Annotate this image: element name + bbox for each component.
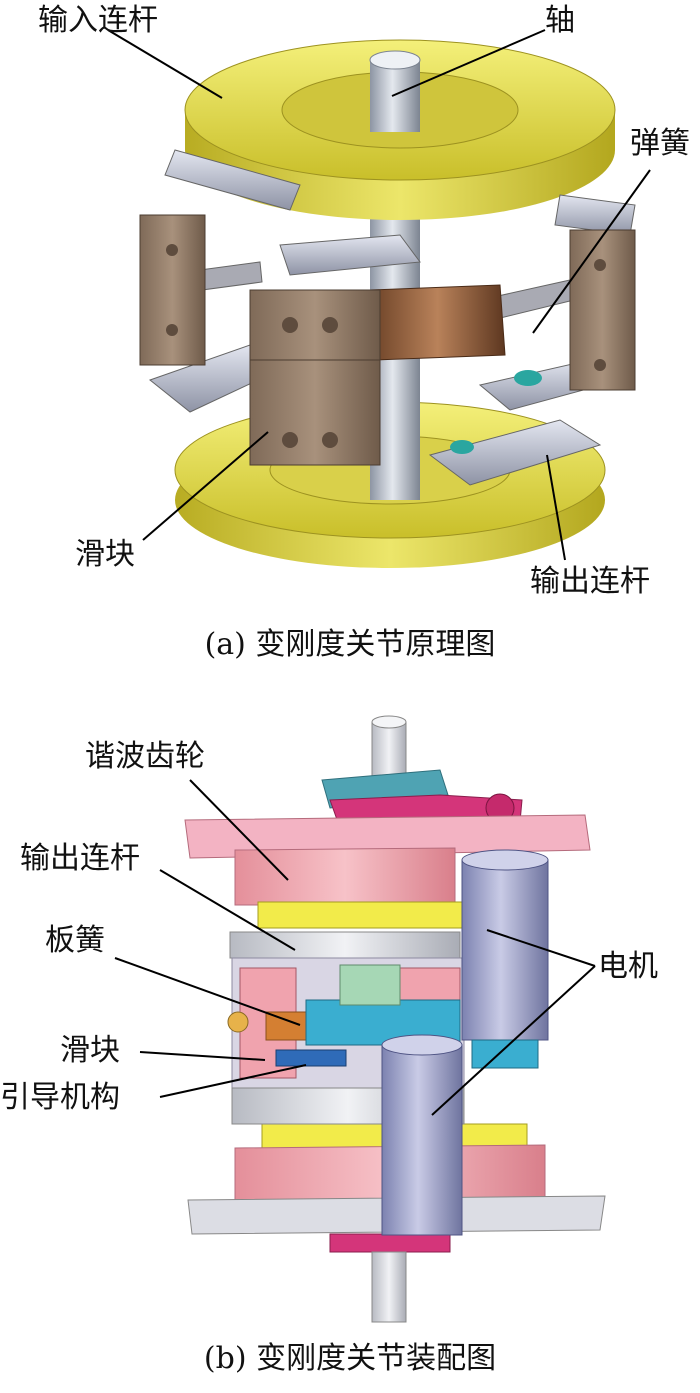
springs (199, 261, 575, 323)
leader-lines-a (107, 29, 651, 561)
yellow-plates (257, 901, 528, 1151)
label-shaft: 轴 (545, 3, 575, 38)
label-output-link-b: 输出连杆 (20, 841, 140, 876)
slider-blocks (139, 214, 636, 466)
figure-b: 谐波齿轮 输出连杆 板簧 滑块 引导机构 电机 (b) 变刚度关节装配图 (0, 700, 700, 1393)
top-pink-plate (184, 814, 591, 906)
label-output-link-a: 输出连杆 (530, 564, 650, 599)
caption-a: (a) 变刚度关节原理图 (204, 627, 496, 662)
label-input-link: 输入连杆 (38, 3, 158, 38)
caption-b: (b) 变刚度关节装配图 (203, 1341, 497, 1376)
label-leaf-spring: 板簧 (45, 923, 105, 958)
label-slider-a: 滑块 (75, 537, 135, 572)
label-motor: 电机 (598, 949, 658, 984)
figure-a-drawing (107, 29, 651, 568)
leader-lines-b (114, 779, 596, 1116)
figure-b-drawing (114, 715, 606, 1323)
center-copper-block (369, 284, 506, 361)
label-spring: 弹簧 (630, 126, 690, 161)
motor-lower (381, 1034, 463, 1236)
label-guide-mechanism: 引导机构 (0, 1080, 120, 1115)
bottom-shaft (329, 1233, 451, 1323)
figure-a: 输入连杆 轴 弹簧 滑块 输出连杆 (a) 变刚度关节原理图 (0, 0, 700, 680)
motor-right (461, 849, 549, 1069)
label-harmonic-gear: 谐波齿轮 (85, 739, 205, 774)
label-slider-b: 滑块 (60, 1033, 120, 1068)
upper-links (164, 149, 636, 276)
